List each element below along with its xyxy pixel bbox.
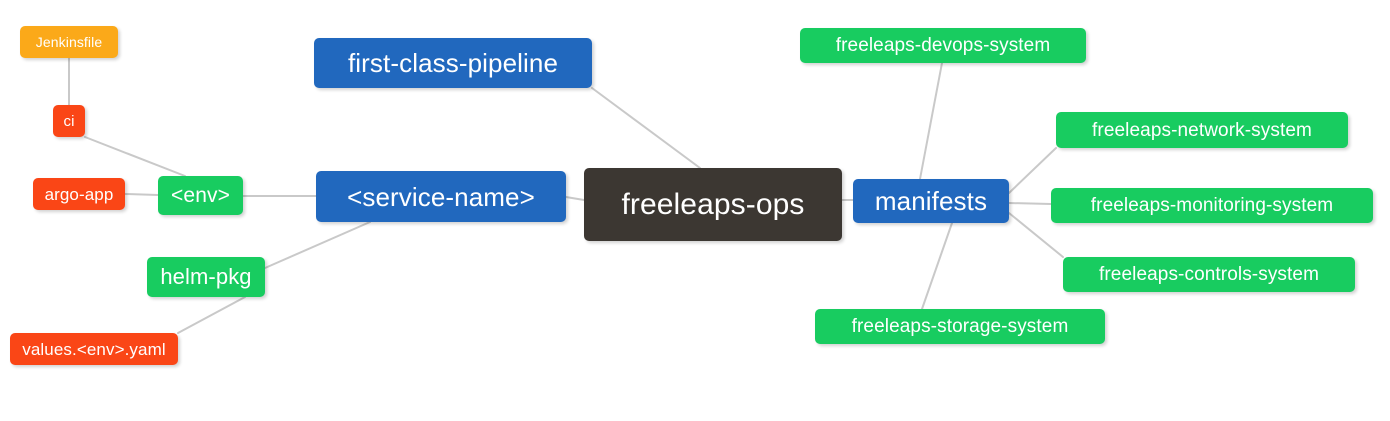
edge-manifests-to-monitoring [1008, 202, 1052, 205]
node-manifests[interactable]: manifests [853, 179, 1009, 223]
edge-service-to-root [565, 196, 585, 201]
node-helm[interactable]: helm-pkg [147, 257, 265, 297]
node-service[interactable]: <service-name> [316, 171, 566, 222]
node-network[interactable]: freeleaps-network-system [1056, 112, 1348, 148]
node-jenkinsfile[interactable]: Jenkinsfile [20, 26, 118, 58]
node-devops[interactable]: freeleaps-devops-system [800, 28, 1086, 63]
edge-argo-to-env [124, 193, 159, 196]
node-ci[interactable]: ci [53, 105, 85, 137]
node-storage[interactable]: freeleaps-storage-system [815, 309, 1105, 344]
node-root[interactable]: freeleaps-ops [584, 168, 842, 241]
node-monitoring[interactable]: freeleaps-monitoring-system [1051, 188, 1373, 223]
node-controls[interactable]: freeleaps-controls-system [1063, 257, 1355, 292]
node-values[interactable]: values.<env>.yaml [10, 333, 178, 365]
edge-helm-to-service [264, 221, 371, 269]
edge-manifests-to-storage [921, 222, 953, 310]
edge-manifests-to-devops [919, 62, 943, 180]
edge-ci-to-env [84, 136, 186, 177]
edge-manifests-to-network [1008, 147, 1057, 194]
node-argo[interactable]: argo-app [33, 178, 125, 210]
node-env[interactable]: <env> [158, 176, 243, 215]
edge-pipeline-to-root [591, 87, 701, 169]
node-pipeline[interactable]: first-class-pipeline [314, 38, 592, 88]
edge-values-to-helm [177, 296, 246, 334]
